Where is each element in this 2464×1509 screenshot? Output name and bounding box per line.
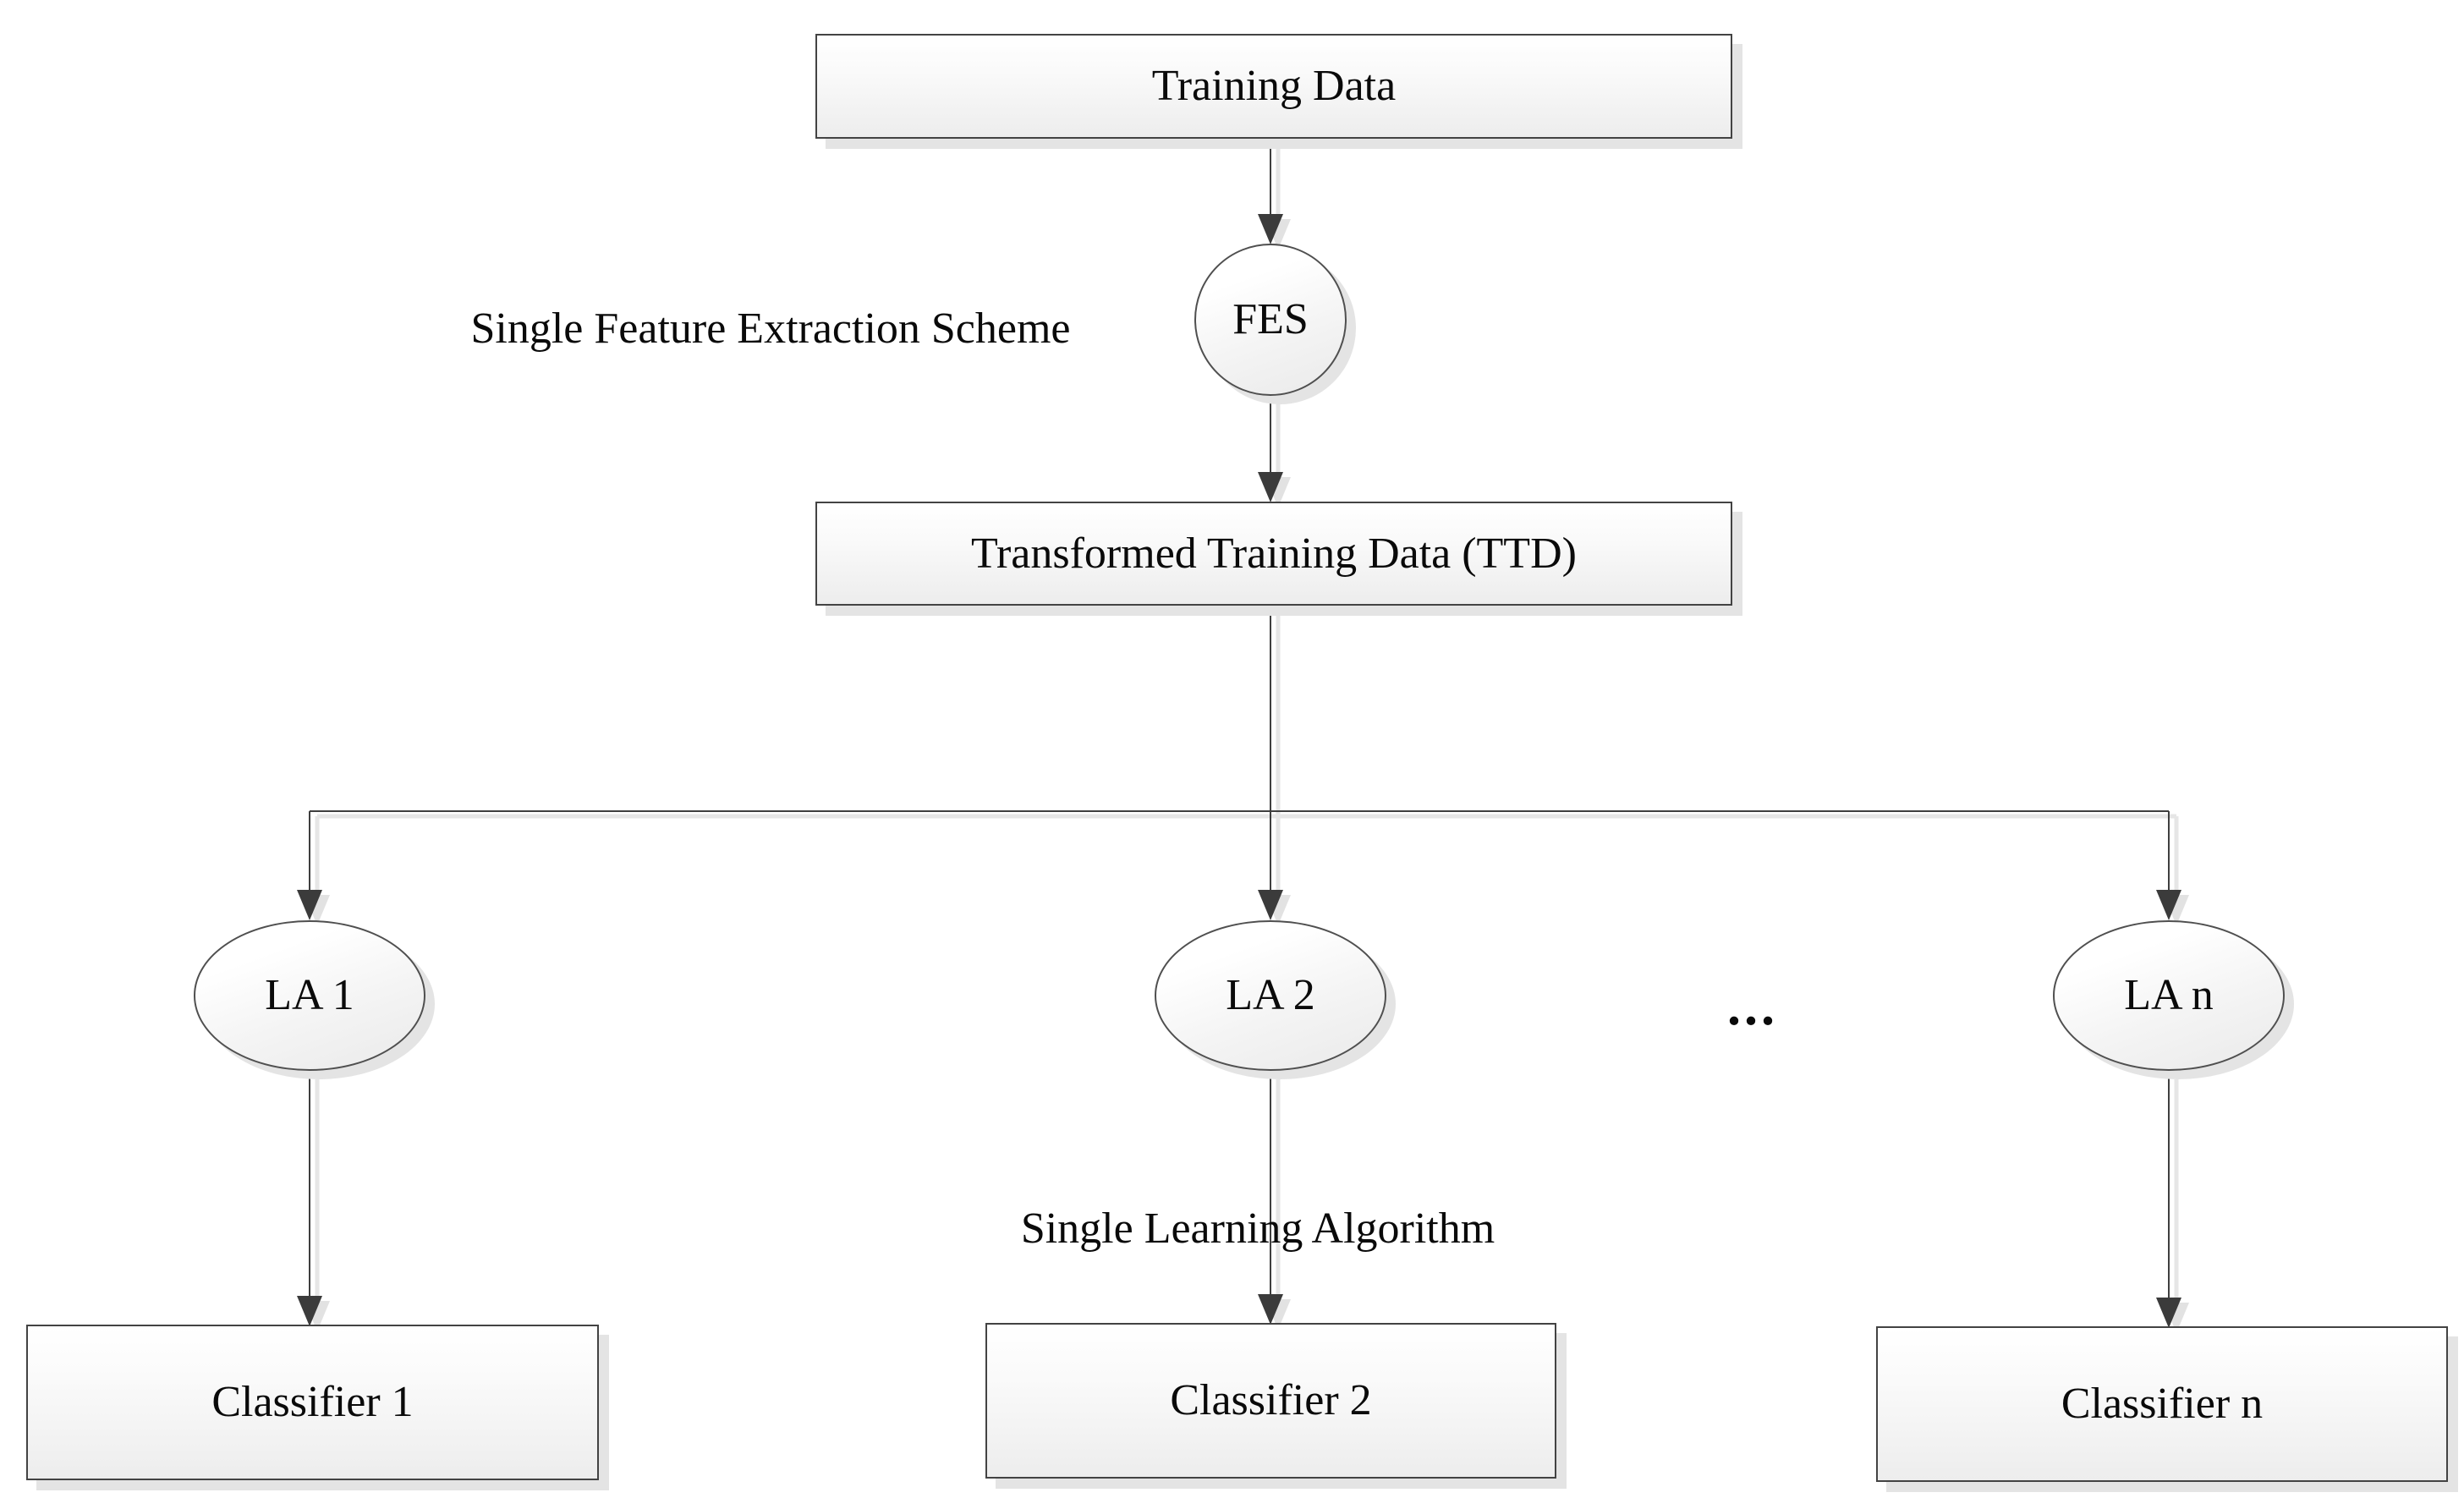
arrowhead-lan bbox=[2156, 890, 2181, 920]
la2-label: LA 2 bbox=[1226, 971, 1315, 1020]
arrowhead-classifiern bbox=[2156, 1298, 2181, 1328]
arrowhead-classifier2 bbox=[1258, 1294, 1283, 1325]
arrowhead-classifier1 bbox=[297, 1296, 322, 1326]
training-data-label: Training Data bbox=[1151, 62, 1397, 111]
classifier1-label: Classifier 1 bbox=[211, 1378, 414, 1427]
ttd-node: Transformed Training Data (TTD) bbox=[815, 502, 1732, 606]
ellipsis-text: ... bbox=[1727, 976, 1778, 1036]
feature-extraction-annotation: Single Feature Extraction Scheme bbox=[470, 304, 1071, 353]
fes-node: FES bbox=[1194, 244, 1347, 396]
classifier1-node: Classifier 1 bbox=[26, 1325, 599, 1480]
arrowhead-la2 bbox=[1258, 890, 1283, 920]
arrowhead-ttd bbox=[1258, 472, 1283, 502]
lan-node: LA n bbox=[2053, 920, 2285, 1071]
la1-node: LA 1 bbox=[194, 920, 425, 1071]
lan-label: LA n bbox=[2124, 971, 2214, 1020]
la2-node: LA 2 bbox=[1155, 920, 1386, 1071]
classifier2-node: Classifier 2 bbox=[985, 1323, 1556, 1479]
connector-lines bbox=[297, 139, 2181, 1328]
connector-shadows bbox=[305, 149, 2189, 1333]
classifiern-label: Classifier n bbox=[2061, 1380, 2264, 1429]
la1-label: LA 1 bbox=[265, 971, 354, 1020]
fes-label: FES bbox=[1232, 295, 1309, 344]
classifiern-node: Classifier n bbox=[1876, 1326, 2448, 1482]
learning-algorithm-annotation: Single Learning Algorithm bbox=[1020, 1204, 1495, 1253]
ttd-label: Transformed Training Data (TTD) bbox=[971, 529, 1577, 578]
training-data-node: Training Data bbox=[815, 34, 1732, 139]
arrowhead-la1 bbox=[297, 890, 322, 920]
arrowhead-fes bbox=[1258, 214, 1283, 244]
classifier2-label: Classifier 2 bbox=[1170, 1376, 1372, 1425]
